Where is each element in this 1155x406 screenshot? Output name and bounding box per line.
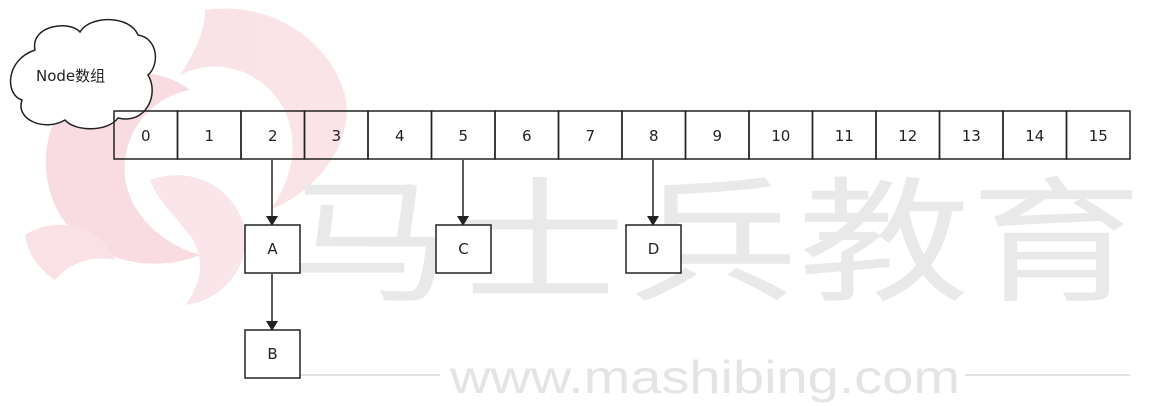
- watermark-url: www.mashibing.com: [449, 351, 960, 403]
- array-cell-box: [1065, 110, 1131, 160]
- array-cell-7: 7: [557, 110, 623, 160]
- node-d-label: D: [648, 240, 660, 258]
- array-cell-15: 15: [1065, 110, 1131, 160]
- array-cell-1: 1: [176, 110, 242, 160]
- node-a-label: A: [267, 240, 278, 258]
- array-index-label: 8: [649, 127, 659, 145]
- array-cell-4: 4: [367, 110, 433, 160]
- array-index-label: 4: [395, 127, 405, 145]
- array-index-label: 11: [835, 127, 854, 145]
- array-index-label: 6: [522, 127, 532, 145]
- array-index-label: 5: [458, 127, 468, 145]
- node-c: C: [435, 224, 492, 274]
- array-cell-6: 6: [494, 110, 560, 160]
- array-cell-9: 9: [684, 110, 750, 160]
- array-cell-14: 14: [1002, 110, 1068, 160]
- array-index-label: 7: [585, 127, 595, 145]
- cloud-shape: Node数组: [9, 18, 157, 130]
- cloud-label: Node数组: [36, 67, 105, 85]
- array-cell-10: 10: [748, 110, 814, 160]
- array-index-label: 13: [962, 127, 981, 145]
- array-index-label: 10: [771, 127, 790, 145]
- array-cell-5: 5: [430, 110, 496, 160]
- array-index-label: 9: [712, 127, 722, 145]
- array-index-label: 12: [898, 127, 917, 145]
- arrows: [266, 160, 659, 331]
- array-index-label: 15: [1089, 127, 1108, 145]
- node-b-label: B: [267, 345, 277, 363]
- node-b: B: [244, 329, 301, 379]
- array-cell-8: 8: [621, 110, 687, 160]
- array-index-label: 14: [1025, 127, 1044, 145]
- array-cell-13: 13: [938, 110, 1004, 160]
- array-cell-11: 11: [811, 110, 877, 160]
- array-index-label: 0: [141, 127, 151, 145]
- node-a: A: [244, 224, 301, 274]
- array-index-label: 3: [331, 127, 341, 145]
- node-d: D: [625, 224, 682, 274]
- watermark: 马士兵教育 www.mashibing.com: [282, 165, 1142, 403]
- array-cell-12: 12: [875, 110, 941, 160]
- array-index-label: 2: [268, 127, 278, 145]
- array-index-label: 1: [204, 127, 214, 145]
- watermark-chars: 马士兵教育: [282, 165, 1142, 322]
- node-c-label: C: [458, 240, 468, 258]
